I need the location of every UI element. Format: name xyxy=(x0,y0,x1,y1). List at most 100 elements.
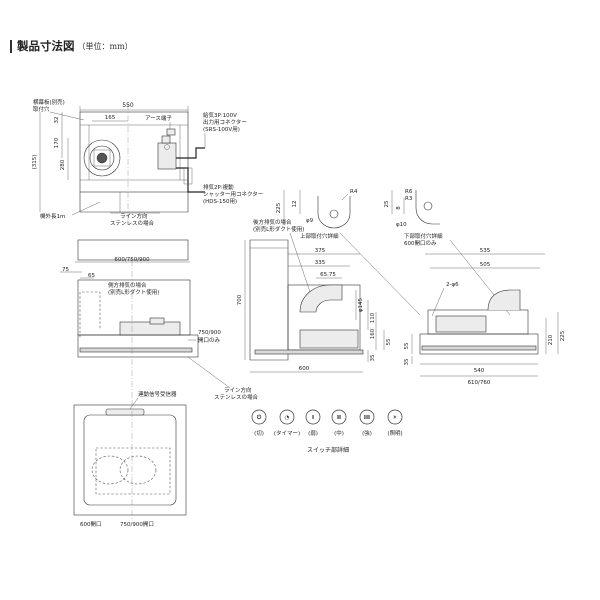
fan-low-icon: I xyxy=(312,415,314,421)
switch-light: ☀ (照明) xyxy=(387,409,403,437)
dim-35-side: 35 xyxy=(370,354,376,361)
dim-375: 375 xyxy=(315,248,326,254)
label-power-2: 出力用コネクター xyxy=(203,118,247,126)
front-top-panel xyxy=(77,239,189,261)
label-phi10: φ10 xyxy=(396,222,407,228)
dim-750-900: 750/900 xyxy=(198,330,221,336)
switch-timer: ◔ (タイマー) xyxy=(274,409,300,437)
lower-hole-shape xyxy=(415,190,440,225)
label-plate: 横幕板(別売) xyxy=(33,98,65,106)
dim-160: 160 xyxy=(370,328,376,339)
label-rear-duct: (別売L形ダクト使用) xyxy=(253,225,304,233)
switch-low-label: (弱) xyxy=(308,430,318,437)
label-r3: R3 xyxy=(405,196,413,202)
dim-2phi6: 2-φ6 xyxy=(446,282,459,288)
dim-110: 110 xyxy=(370,312,376,323)
switch-detail: ⏻ (切) ◔ (タイマー) I (弱) II (中) III (強) ☀ (照… xyxy=(251,409,403,454)
dim-280: 280 xyxy=(60,159,66,170)
label-r4: R4 xyxy=(350,189,358,195)
switch-off: ⏻ (切) xyxy=(251,409,267,437)
top-view: 550 165 32 170 280 (315) 横幕板(別売) 取付穴 アース… xyxy=(32,98,263,227)
dim-335: 335 xyxy=(315,260,326,266)
dim-700: 700 xyxy=(237,294,243,305)
control-box xyxy=(157,142,177,170)
fan-outer-circle xyxy=(83,139,121,177)
label-mount-hole: 取付穴 xyxy=(33,105,50,113)
page-unit: （単位：mm） xyxy=(77,41,133,51)
light-icon: ☀ xyxy=(393,414,398,421)
label-remote-receiver: 連動信号受信器 xyxy=(138,390,177,398)
switch-timer-label: (タイマー) xyxy=(274,429,300,437)
timer-icon: ◔ xyxy=(285,415,290,421)
switch-high-label: (強) xyxy=(362,429,372,437)
dim-225-right: 225 xyxy=(560,330,566,341)
label-600-opening: 600開口 xyxy=(80,521,102,528)
label-side-exhaust: 側方排気の場合 xyxy=(108,281,147,289)
lower-detail-caption-1: 下部取付穴詳細 xyxy=(404,232,443,240)
switch-light-label: (照明) xyxy=(387,430,402,437)
side-view: 後方排気の場合 (別売L形ダクト使用) 375 335 65.75 700 60… xyxy=(237,218,392,373)
label-line-dir-2: ライン方向 xyxy=(224,386,252,394)
label-power-3: (SRS-100V用) xyxy=(203,126,240,133)
top-detail-caption: 上部取付穴詳細 xyxy=(300,232,339,240)
top-hole-shape xyxy=(317,196,351,229)
dim-540: 540 xyxy=(474,368,485,374)
lower-mount-detail: 25 8 R6 R3 φ10 下部取付穴詳細 600開口のみ xyxy=(384,189,511,316)
right-view: 535 505 2-φ6 540 610/760 210 225 55 35 xyxy=(404,248,566,386)
dim-12: 12 xyxy=(292,201,298,208)
label-phi9: φ9 xyxy=(306,218,314,224)
page-title: 製品寸法図 xyxy=(17,39,75,53)
label-750-900-opening: 750/900開口 xyxy=(120,521,154,528)
fan-mid-icon: II xyxy=(337,415,341,421)
label-stainless: ステンレスの場合 xyxy=(110,219,155,227)
dim-600-750-900: 600/750/900 xyxy=(114,257,150,263)
label-rear-exhaust: 後方排気の場合 xyxy=(253,218,292,226)
dim-225-top: 225 xyxy=(276,202,282,213)
label-shutter-2: シャッター用コネクター xyxy=(203,190,263,198)
switch-low: I (弱) xyxy=(305,409,321,437)
dim-210: 210 xyxy=(548,334,554,345)
side-wall xyxy=(249,239,289,361)
label-earth-terminal: アース端子 xyxy=(145,114,172,122)
dim-55-right: 55 xyxy=(404,342,410,349)
label-line-dir: ライン方向 xyxy=(120,212,148,220)
dim-315: (315) xyxy=(32,155,38,170)
label-r6: R6 xyxy=(405,189,413,195)
lower-detail-caption-2: 600開口のみ xyxy=(404,240,437,247)
dim-600-side: 600 xyxy=(299,366,310,372)
dim-165: 165 xyxy=(105,115,116,121)
switch-off-label: (切) xyxy=(254,430,264,437)
header-bar xyxy=(10,39,12,53)
page-header: 製品寸法図 （単位：mm） xyxy=(10,38,133,54)
power-cord xyxy=(176,147,205,159)
dim-32: 32 xyxy=(54,117,60,124)
switch-high: III (強) xyxy=(359,409,375,437)
top-mount-detail: 12 225 R4 φ9 上部取付穴詳細 xyxy=(276,189,421,316)
dim-75: 75 xyxy=(62,267,69,273)
dim-opening-only: 開口のみ xyxy=(198,337,221,344)
rear-exhaust-duct xyxy=(299,284,343,313)
dim-505: 505 xyxy=(480,262,491,268)
top-view-outline xyxy=(79,111,189,193)
switch-mid: II (中) xyxy=(331,409,347,437)
power-icon: ⏻ xyxy=(257,414,262,421)
label-shutter-3: (HDS-150用) xyxy=(203,198,237,205)
shutter-cord xyxy=(176,167,205,193)
dim-phi145: φ145 xyxy=(358,297,364,312)
bottom-outline xyxy=(73,404,187,516)
dim-35-right: 35 xyxy=(404,358,410,365)
dim-65-75: 65.75 xyxy=(320,272,336,278)
bottom-view: 連動信号受信器 600開口 750/900開口 xyxy=(73,390,187,528)
dim-535: 535 xyxy=(480,248,491,254)
remote-receiver xyxy=(105,408,145,416)
right-duct xyxy=(487,289,521,311)
label-shutter-1: 排気2P:複動 xyxy=(203,183,234,191)
dim-25: 25 xyxy=(384,200,390,207)
switch-mid-label: (中) xyxy=(334,429,344,437)
dim-550: 550 xyxy=(122,102,134,109)
label-side-duct: (別売L形ダクト使用) xyxy=(108,288,159,296)
switch-detail-caption: スイッチ部詳細 xyxy=(307,446,349,454)
dim-610-760: 610/760 xyxy=(468,380,491,386)
dim-65: 65 xyxy=(88,273,95,279)
